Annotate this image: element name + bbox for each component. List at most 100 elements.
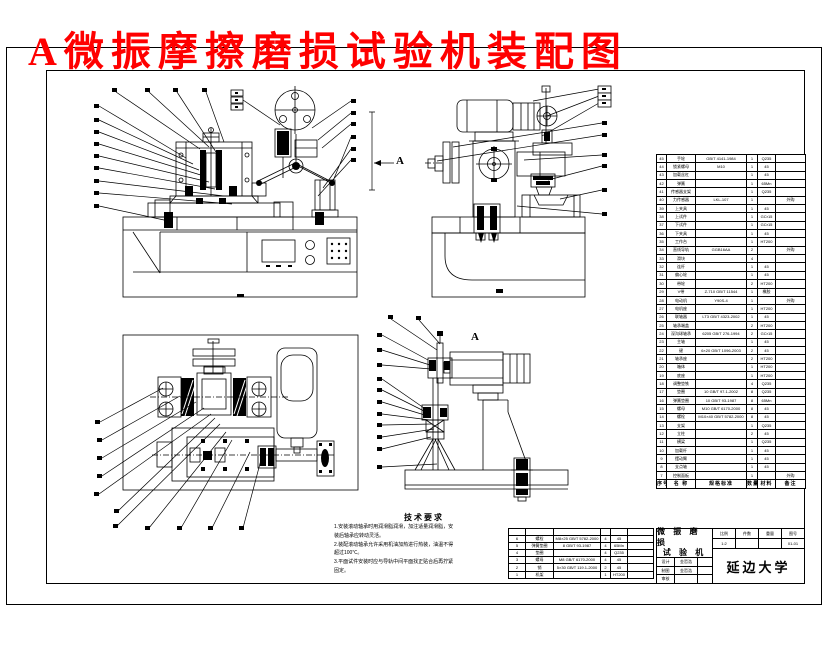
bom-row bbox=[508, 527, 654, 537]
bom-cell bbox=[775, 345, 806, 356]
technical-requirements: 技术要求 1.安装滚动轴承时用润滑脂润滑，加注适量润滑脂，安装后轴承应转动灵活。… bbox=[334, 512, 512, 576]
bom-cell: 34 bbox=[656, 245, 667, 256]
bom-cell: 1 bbox=[746, 420, 758, 431]
bom-cell: 12 bbox=[656, 429, 667, 439]
bom-cell: 45 bbox=[610, 535, 628, 544]
bom-cell: 45 bbox=[757, 446, 776, 456]
bom-cell bbox=[757, 245, 776, 256]
bom-cell: 65Mn bbox=[757, 179, 776, 189]
bom-cell: 41 bbox=[656, 187, 667, 197]
bom-cell: 44 bbox=[656, 162, 667, 172]
bom-cell bbox=[775, 395, 806, 406]
bom-cell: 轴承座 bbox=[666, 354, 696, 364]
bom-cell: 32 bbox=[656, 262, 667, 272]
bom-cell: 上试件 bbox=[666, 212, 696, 222]
bom-cell: 1 bbox=[746, 237, 758, 247]
bom-cell: 6 bbox=[508, 535, 526, 544]
balloon-box-digits bbox=[235, 88, 606, 108]
bom-cell bbox=[775, 362, 806, 372]
bom-cell bbox=[695, 462, 747, 473]
bom-cell: 1 bbox=[746, 437, 758, 448]
bom-cell: 8 bbox=[746, 404, 758, 414]
bom-cell bbox=[695, 179, 747, 189]
bom-cell bbox=[775, 287, 806, 297]
bom-cell: 工作台 bbox=[666, 237, 696, 247]
bom-cell: 10 bbox=[656, 446, 667, 456]
bom-cell: 弹簧 bbox=[666, 179, 696, 189]
bom-cell bbox=[695, 262, 747, 272]
bom-cell: 1 bbox=[746, 337, 758, 347]
university-name: 延边大学 bbox=[726, 559, 791, 575]
bom-cell: 45 bbox=[757, 345, 776, 356]
bom-cell bbox=[695, 354, 747, 364]
product-name-line1: 微 振 磨 损 bbox=[657, 526, 701, 547]
technical-requirement-item: 1.安装滚动轴承时用润滑脂润滑，加注适量润滑脂，安装后轴承应转动灵活。 bbox=[334, 524, 454, 539]
bom-cell: 45 bbox=[757, 312, 776, 322]
bom-cell bbox=[695, 304, 747, 314]
bom-cell: 27 bbox=[656, 304, 667, 314]
sign-row-check: 审核 bbox=[657, 575, 712, 584]
bom-cell: 18 bbox=[656, 379, 667, 389]
bom-cell: 横梁 bbox=[666, 437, 696, 448]
bom-cell bbox=[695, 337, 747, 347]
bom-cell: M10 bbox=[695, 162, 747, 172]
bom-cell: 螺栓 bbox=[666, 412, 696, 423]
bom-cell: 传感器支架 bbox=[666, 187, 696, 197]
bom-cell: 带轮 bbox=[666, 279, 696, 289]
bom-cell: 38 bbox=[656, 212, 667, 222]
info-header: 图号 bbox=[782, 529, 804, 539]
bom-cell: M8 GB/T 6170-2000 bbox=[553, 556, 601, 565]
bom-cell: 外购 bbox=[775, 471, 806, 481]
bom-cell: 1 bbox=[746, 170, 758, 181]
bom-cell: 45 bbox=[757, 229, 776, 239]
bom-cell bbox=[775, 454, 806, 464]
bom-cell bbox=[775, 204, 806, 214]
info-header: 重量 bbox=[759, 529, 782, 539]
bom-cell bbox=[695, 237, 747, 247]
bom-cell bbox=[695, 254, 747, 264]
bom-cell: 2 bbox=[746, 279, 758, 289]
bom-cell: 4 bbox=[600, 549, 611, 558]
bom-cell: 1 bbox=[746, 270, 758, 281]
info-value bbox=[736, 539, 759, 549]
bom-cell: 键 bbox=[666, 345, 696, 356]
bom-cell: Y90S-4 bbox=[695, 295, 747, 306]
bom-cell bbox=[627, 563, 654, 572]
bom-cell: HT200 bbox=[757, 354, 776, 364]
bom-cell: 22 bbox=[656, 345, 667, 356]
bom-cell: 1 bbox=[508, 570, 526, 579]
bom-cell: 深沟球轴承 bbox=[666, 329, 696, 339]
bom-cell bbox=[775, 370, 806, 381]
bom-cell: 摆动臂 bbox=[666, 454, 696, 464]
drawing-title: A微振摩擦磨损试验机装配图 bbox=[28, 29, 628, 74]
bom-cell: Q235 bbox=[757, 420, 776, 431]
bom-cell: 下试件 bbox=[666, 220, 696, 231]
bom-cell: 1 bbox=[600, 570, 611, 579]
bom-cell bbox=[775, 187, 806, 197]
bom-cell: 23 bbox=[656, 337, 667, 347]
bom-cell: 轴承端盖 bbox=[666, 320, 696, 331]
bom-cell: 1 bbox=[746, 370, 758, 381]
bom-cell: 19 bbox=[656, 370, 667, 381]
bom-cell: 1 bbox=[746, 162, 758, 172]
bom-cell: 电动机 bbox=[666, 295, 696, 306]
bom-cell: 6205 GB/T 276-1994 bbox=[695, 329, 747, 339]
bom-cell: 销 bbox=[525, 563, 554, 572]
bom-cell: 45 bbox=[757, 337, 776, 347]
bom-cell: 橡胶 bbox=[757, 287, 776, 297]
title-block-info-grid: 比例 件数 重量 图号 1:2 01-01 bbox=[713, 529, 804, 549]
